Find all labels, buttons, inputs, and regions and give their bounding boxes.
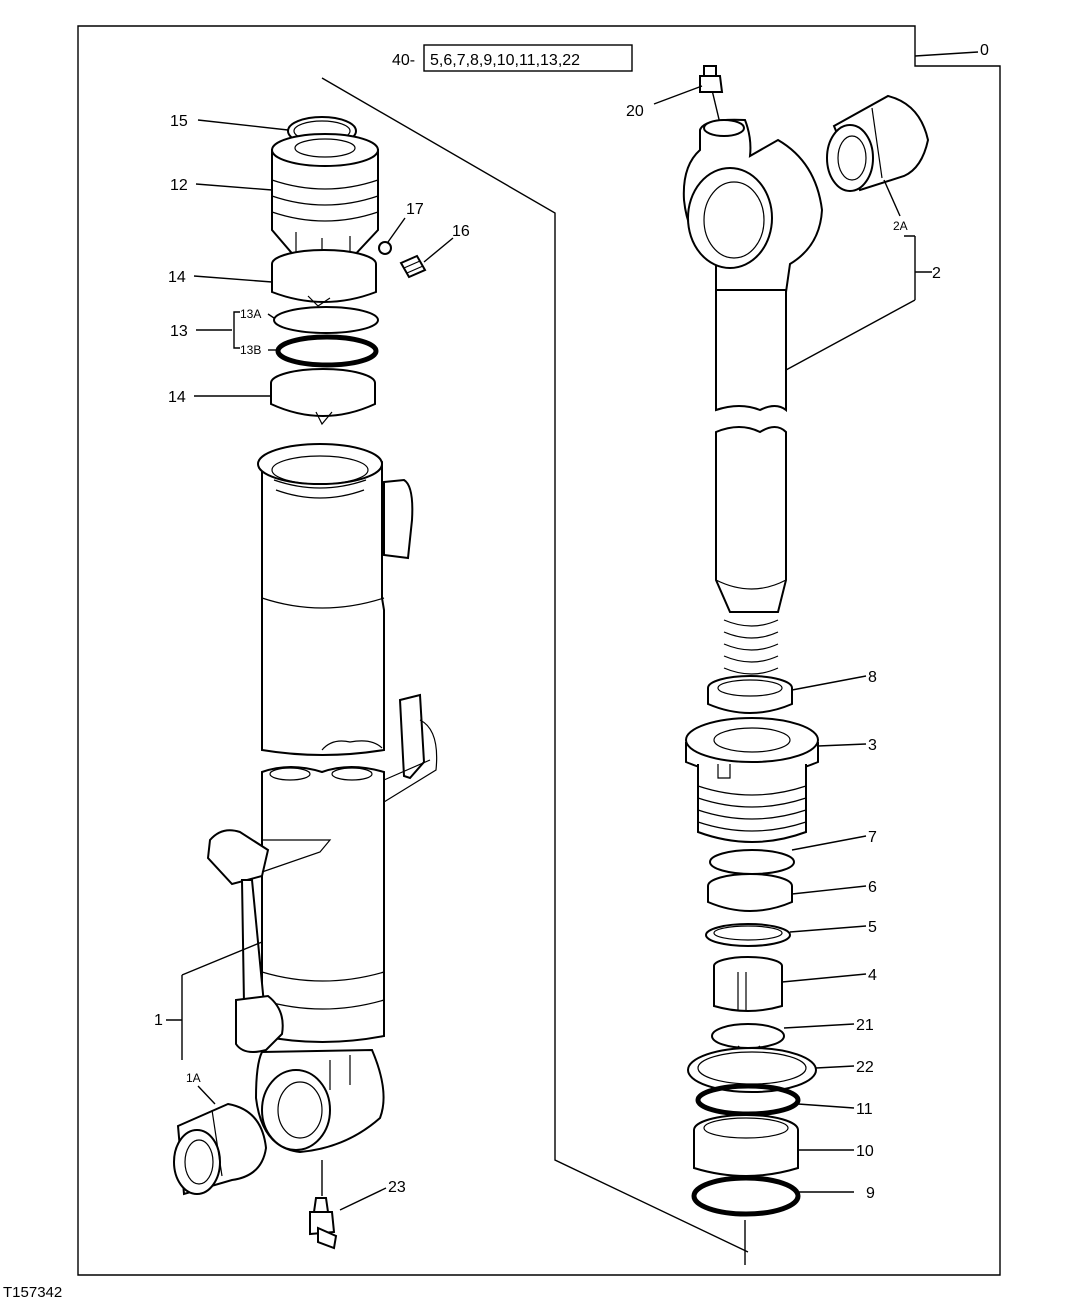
callout-0: 0 xyxy=(980,42,989,59)
bushing-2a xyxy=(826,94,930,192)
leader-1 xyxy=(166,941,263,1060)
assembly-divider xyxy=(321,77,749,1253)
callout-13: 13 xyxy=(170,323,188,340)
callout-8: 8 xyxy=(868,669,877,686)
callout-1a: 1A xyxy=(186,1071,201,1085)
grease-fitting-20 xyxy=(699,65,724,93)
leader-12 xyxy=(195,183,273,191)
callout-7: 7 xyxy=(868,829,877,846)
leader-13-bracket xyxy=(196,311,240,349)
wear-ring-10 xyxy=(693,1114,799,1177)
bushing-4 xyxy=(713,956,783,1012)
cylinder-head-12 xyxy=(271,133,379,262)
grease-fitting-23 xyxy=(309,1160,338,1250)
leader-1a xyxy=(197,1085,216,1105)
callout-10: 10 xyxy=(856,1143,874,1160)
leader-4 xyxy=(781,973,867,983)
backup-ring-5 xyxy=(705,923,791,947)
piston-rod-2 xyxy=(682,118,824,675)
backup-ring-14-upper xyxy=(271,249,377,307)
o-ring-9 xyxy=(691,1175,801,1217)
figure-id: T157342 xyxy=(3,1284,63,1301)
leader-22 xyxy=(815,1065,855,1069)
callout-17: 17 xyxy=(406,201,424,218)
callout-6: 6 xyxy=(868,879,877,896)
callout-1: 1 xyxy=(154,1012,163,1029)
callout-5: 5 xyxy=(868,919,877,936)
leader-21 xyxy=(783,1023,855,1029)
ball-17 xyxy=(378,241,392,255)
callout-11: 11 xyxy=(856,1101,873,1118)
leader-7 xyxy=(791,835,867,851)
leader-2 xyxy=(785,235,932,371)
leader-15 xyxy=(197,119,289,131)
leader-14-upper xyxy=(193,275,273,283)
leader-8 xyxy=(791,675,867,691)
callout-16: 16 xyxy=(452,223,470,240)
seal-13a xyxy=(273,306,379,334)
leader-5 xyxy=(789,925,867,933)
cylinder-barrel-1 xyxy=(206,443,438,1154)
callout-2: 2 xyxy=(932,265,941,282)
callout-22: 22 xyxy=(856,1059,874,1076)
callout-13a: 13A xyxy=(240,307,261,321)
leader-13a xyxy=(267,313,275,319)
leader-20 xyxy=(653,85,703,105)
callout-12: 12 xyxy=(170,177,188,194)
callout-13b: 13B xyxy=(240,343,261,357)
leader-0 xyxy=(914,51,979,57)
callout-3: 3 xyxy=(868,737,877,754)
leader-23 xyxy=(339,1187,387,1211)
callout-20: 20 xyxy=(626,103,644,120)
set-screw-16 xyxy=(399,254,427,279)
leader-2a xyxy=(883,179,901,217)
diagram-frame xyxy=(77,25,1001,1276)
rod-guide-3 xyxy=(685,717,819,843)
callout-14-upper: 14 xyxy=(168,269,186,286)
callout-2a: 2A xyxy=(893,219,908,233)
callout-9: 9 xyxy=(866,1185,875,1202)
o-ring-11 xyxy=(695,1083,801,1117)
kit-box xyxy=(423,44,633,72)
wiper-8 xyxy=(707,675,793,714)
leader-17 xyxy=(387,217,406,243)
kit-items: 5,6,7,8,9,10,11,13,22 xyxy=(430,52,580,69)
callout-14-lower: 14 xyxy=(168,389,186,406)
leader-11 xyxy=(797,1103,855,1109)
kit-prefix: 40- xyxy=(392,52,415,69)
callout-23: 23 xyxy=(388,1179,406,1196)
leader-16 xyxy=(423,237,454,263)
seal-13b xyxy=(275,334,379,368)
leader-3 xyxy=(817,743,867,747)
callout-4: 4 xyxy=(868,967,877,984)
bushing-1a xyxy=(173,1102,268,1196)
leader-6 xyxy=(791,885,867,895)
ring-22 xyxy=(687,1047,817,1093)
backup-ring-14-lower xyxy=(270,368,376,426)
rod-seal-6 xyxy=(707,873,793,912)
callout-15: 15 xyxy=(170,113,188,130)
callout-21: 21 xyxy=(856,1017,874,1034)
